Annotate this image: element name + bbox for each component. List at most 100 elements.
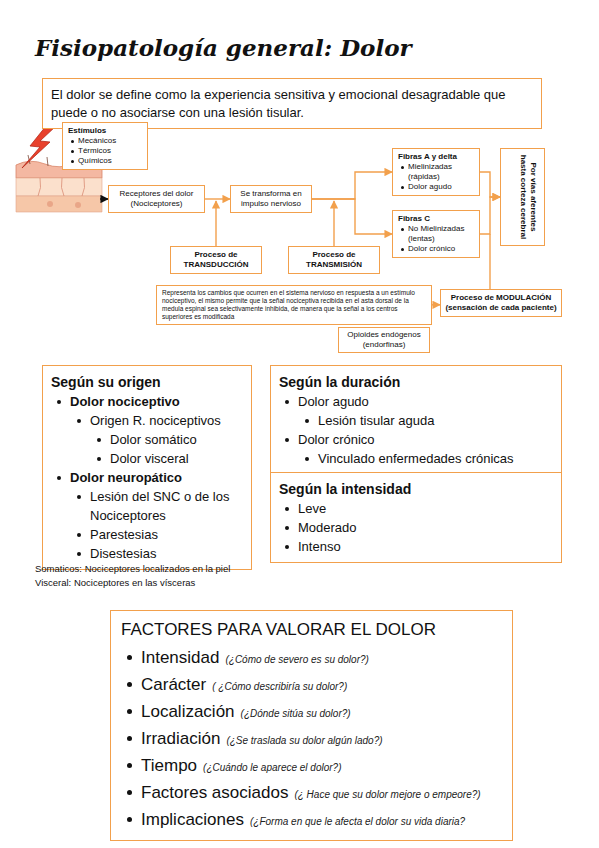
fiber-box: Fibras CNo Mielinizadas (lentas)Dolor cr… [392,210,480,258]
item-text: Disestesias [90,546,156,561]
bullet-item: No Mielinizadas (lentas) [398,224,474,244]
bullet-dot [401,228,404,231]
item-text: Dolor visceral [110,451,189,466]
bullet-dot [77,552,81,556]
bullet-item: Dolor visceral [51,449,243,468]
bullet-item: Dolor agudo [279,392,553,411]
box-text: Según la intensidad [279,479,553,499]
item-text: Dolor agudo [408,182,452,191]
bullet-dot [285,507,289,511]
connector [312,199,392,234]
modulation-line [489,234,490,289]
bullet-item: Disestesias [51,544,243,563]
item-text: Factores asociados [141,783,288,802]
stimuli-box: EstímulosMecánicosTérmicosQuímicos [62,122,148,170]
item-text: Térmicos [78,146,111,155]
item-text: Parestesias [90,527,158,542]
rotated-text: Por vías aferentes hasta corteza cerebra… [508,152,538,242]
bullet-item: Carácter( ¿Cómo describiría su dolor?) [121,672,502,699]
box-text: Opioides endógenos (endorfinas) [343,330,425,350]
bullet-item: Lesión tisular aguda [279,411,553,430]
pointer-arrow [333,201,334,246]
bullet-dot [77,533,81,537]
bullet-item: Factores asociados (¿ Hace que su dolor m… [121,780,502,807]
box-text: Según la duración [279,372,553,392]
box-text: Se transforma en impulso nervioso [235,189,307,209]
bullet-dot [401,186,404,189]
item-text: No Mielinizadas (lentas) [408,224,464,243]
item-text: Lesión del SNC o de los Nociceptores [90,489,229,523]
bullet-dot [127,682,132,687]
connector [480,172,500,197]
bullet-item: Dolor agudo [398,182,474,192]
opioid-box: Opioides endógenos (endorfinas) [338,327,430,353]
bullet-item: Mecánicos [68,136,142,146]
bullet-dot [401,248,404,251]
item-text: Mecánicos [78,136,116,145]
bullet-item: Leve [279,499,553,518]
bullet-item: Dolor nociceptivo [51,392,243,411]
box-text: Proceso de TRANSDUCCIÓN [175,250,257,270]
connector [312,172,392,199]
question-text: (¿Cuándo le aparece el dolor?) [203,762,341,773]
bullet-item: Dolor neuropático [51,468,243,487]
category-box: Según la intensidadLeveModeradoIntenso [270,472,562,563]
question-text: (¿Dónde sitúa su dolor?) [241,708,351,719]
box-text: Estímulos [68,126,142,136]
bullet-dot [97,457,101,461]
bullet-item: Origen R. nociceptivos [51,411,243,430]
item-text: Implicaciones [141,810,244,829]
question-text: (¿Se traslada su dolor algún lado?) [226,735,382,746]
item-text: Intensidad [141,648,219,667]
item-text: Dolor nociceptivo [70,394,180,409]
box-text: Fibras C [398,214,474,224]
bullet-item: Lesión del SNC o de los Nociceptores [51,487,243,525]
item-text: Lesión tisular aguda [318,413,434,428]
bullet-dot [71,160,74,163]
box-text: Fibras A y delta [398,152,474,162]
bullet-dot [285,545,289,549]
bullet-dot [401,166,404,169]
diagram-title: Fisiopatología general: Dolor [35,34,412,61]
item-text: Intenso [298,539,341,554]
bullet-dot [285,526,289,530]
bullet-item: Intensidad(¿Cómo de severo es su dolor?) [121,645,502,672]
bullet-item: Dolor crónico [398,244,474,254]
lightning-bolt [22,126,56,168]
box-text: Según su origen [51,372,243,392]
process-label-box: Proceso de TRANSMISIÓN [288,246,380,274]
bullet-item: Dolor somático [51,430,243,449]
item-text: Tiempo [141,756,197,775]
factors-box: FACTORES PARA VALORAR EL DOLORIntensidad… [110,610,513,841]
bullet-item: Mielinizadas (rápidas) [398,162,474,182]
bullet-dot [127,736,132,741]
question-text: (¿ Hace que su dolor mejore o empeore?) [294,789,480,800]
process-box: Receptores del dolor (Nociceptores) [108,185,205,213]
box-text: Receptores del dolor (Nociceptores) [113,189,200,209]
item-text: Localización [141,702,235,721]
item-text: Leve [298,501,326,516]
bullet-item: Localización (¿Dónde sitúa su dolor?) [121,699,502,726]
item-text: Vinculado enfermedades crónicas [318,451,514,466]
bullet-item: Térmicos [68,146,142,156]
item-text: Dolor somático [110,432,197,447]
bullet-item: Vinculado enfermedades crónicas [279,449,553,468]
bullet-dot [127,817,132,822]
pointer-arrow [215,201,216,246]
bullet-dot [285,438,289,442]
bullet-dot [127,709,132,714]
bullet-item: Químicos [68,156,142,166]
bullet-dot [77,495,81,499]
category-box: Según la duraciónDolor agudoLesión tisul… [270,365,562,475]
bullet-item: Implicaciones (¿Forma en que le afecta el… [121,807,502,834]
bullet-item: Dolor crónico [279,430,553,449]
item-text: Dolor agudo [298,394,369,409]
bullet-item: Irradiación(¿Se traslada su dolor algún … [121,726,502,753]
bullet-dot [71,150,74,153]
category-box: Según su origenDolor nociceptivoOrigen R… [42,365,252,570]
bullet-item: Tiempo (¿Cuándo le aparece el dolor?) [121,753,502,780]
bullet-dot [285,400,289,404]
item-text: Dolor crónico [298,432,375,447]
question-text: (¿Forma en que le afecta el dolor su vid… [250,816,465,827]
item-text: Químicos [78,156,112,165]
